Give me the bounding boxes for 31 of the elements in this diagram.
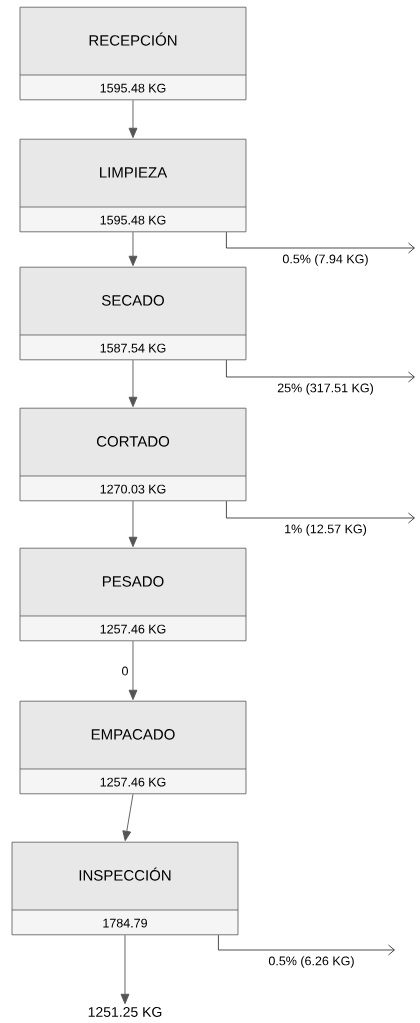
node-label: 1587.54 KG	[100, 343, 166, 353]
node-label: 1257.46 KG	[100, 624, 166, 634]
edge-label: 0.5% (7.94 KG)	[281, 253, 370, 267]
arrow	[128, 99, 138, 139]
process-box: LIMPIEZA 1595.48 KG	[19, 138, 247, 233]
node-label: 1270.03 KG	[100, 484, 166, 494]
node-label: 1595.48 KG	[100, 215, 166, 225]
arrow	[128, 359, 138, 408]
process-box: EMPACADO 1257.46 KG	[19, 700, 247, 795]
arrow	[226, 500, 415, 524]
process-box: INSPECCIÓN 1784.79	[11, 841, 239, 936]
arrow	[120, 934, 130, 1005]
arrow	[128, 500, 138, 548]
node-label: 1784.79	[103, 918, 147, 928]
edge-label: 1% (12.57 KG)	[283, 523, 368, 537]
edge-label: 0	[120, 665, 130, 677]
process-box: CORTADO 1270.03 KG	[19, 407, 247, 502]
node-label: 1595.48 KG	[100, 83, 166, 93]
process-box: PESADO 1257.46 KG	[19, 547, 247, 642]
node-label: 1257.46 KG	[100, 777, 166, 787]
arrow	[226, 231, 415, 254]
arrow	[128, 231, 138, 267]
output-text: 1251.25 KG	[88, 1007, 162, 1017]
arrow	[218, 934, 395, 956]
edge-label: 25% (317.51 KG)	[276, 382, 375, 396]
edge-label: 0.5% (6.26 KG)	[267, 955, 356, 969]
process-box: RECEPCIÓN 1595.48 KG	[19, 6, 247, 101]
arrow	[128, 640, 138, 701]
arrow	[122, 793, 134, 842]
process-box: SECADO 1587.54 KG	[19, 266, 247, 361]
arrow	[226, 359, 415, 383]
